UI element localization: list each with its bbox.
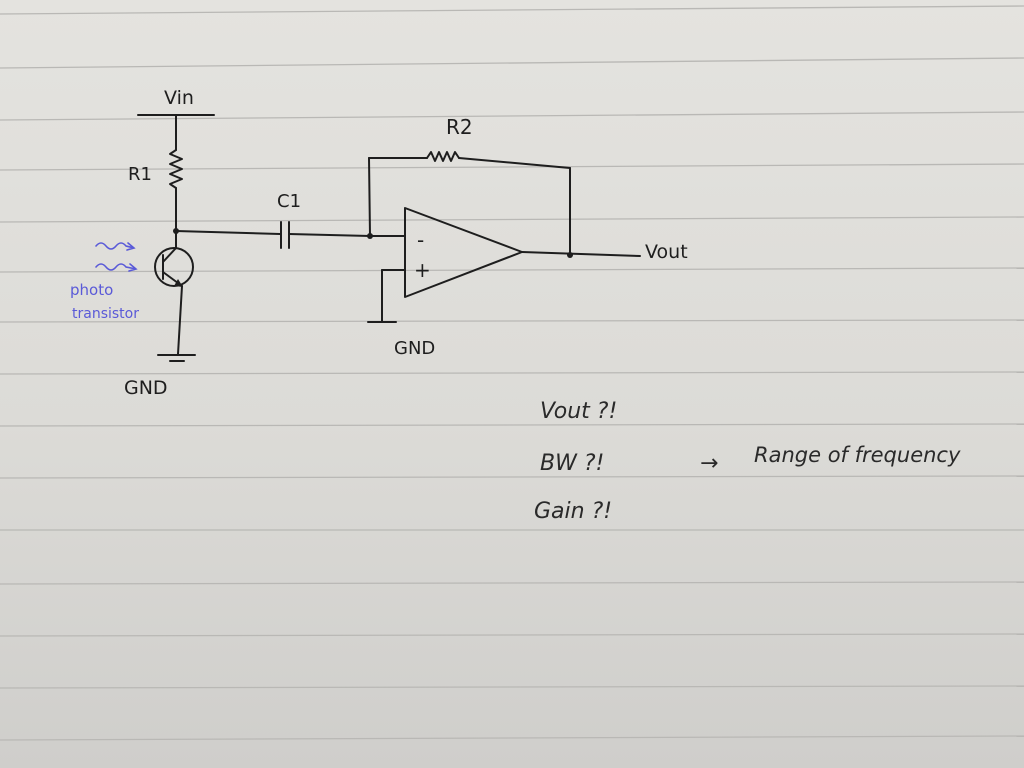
note-arrow-icon: →: [700, 451, 718, 476]
phototransistor-to-gnd-wire: [177, 285, 183, 355]
ruled-lines: [0, 5, 1024, 741]
node-to-c1-wire: [175, 230, 281, 235]
c1-to-inverting-wire: [288, 233, 371, 237]
question-gain: Gain ?!: [534, 499, 612, 524]
node-output: [567, 252, 573, 258]
phototransistor-collector: [162, 247, 177, 263]
r2-resistor: [426, 151, 460, 162]
feedback-left-wire: [368, 157, 371, 237]
feedback-top-right-wire: [458, 157, 571, 169]
vin-label: Vin: [164, 87, 194, 109]
light-arrow-lower-icon: [95, 263, 138, 272]
gnd-left-label: GND: [124, 377, 168, 399]
phototransistor-label-line2: transistor: [72, 306, 139, 322]
phototransistor-label-line1: photo: [70, 281, 113, 299]
opamp-plus-label: +: [414, 258, 431, 282]
opamp-symbol: [404, 207, 523, 298]
vout-label: Vout: [645, 241, 688, 263]
question-bw: BW ?!: [540, 451, 604, 476]
light-arrow-upper-icon: [95, 242, 136, 251]
r2-label: R2: [446, 115, 473, 139]
output-wire: [521, 251, 641, 257]
note-range-of-frequency: Range of frequency: [754, 443, 961, 467]
gnd-mid-label: GND: [394, 338, 435, 359]
question-vout: Vout ?!: [540, 399, 617, 424]
c1-label: C1: [277, 191, 301, 212]
opamp-minus-label: -: [417, 228, 424, 252]
r1-resistor: [169, 149, 183, 189]
r1-label: R1: [128, 164, 152, 185]
emitter-arrow: [174, 279, 183, 287]
